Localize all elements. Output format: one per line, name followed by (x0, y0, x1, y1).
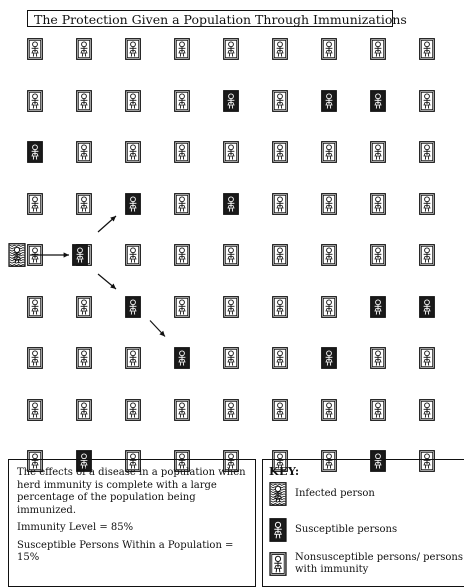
key-label-susceptible: Susceptible persons (295, 524, 397, 536)
key-label-infected: Infected person (295, 488, 375, 500)
key-row-susceptible: Susceptible persons (269, 518, 397, 542)
key-panel: KEY: Infected person Susceptible persons… (262, 459, 464, 587)
susceptible-percentage: Susceptible Persons Within a Population … (17, 540, 247, 565)
key-row-infected: Infected person (269, 482, 375, 506)
key-label-nonsusceptible: Nonsusceptible persons/ persons with imm… (295, 552, 464, 576)
key-title: KEY: (269, 465, 464, 478)
immune-person-icon (269, 552, 287, 576)
description-text: The effects of a disease in a population… (17, 467, 247, 517)
immunity-level: Immunity Level = 85% (17, 522, 247, 535)
key-row-nonsusceptible: Nonsusceptible persons/ persons with imm… (269, 552, 464, 576)
susceptible-person-icon (269, 518, 287, 542)
description-panel: The effects of a disease in a population… (8, 459, 256, 587)
infected-person-icon (269, 482, 287, 506)
